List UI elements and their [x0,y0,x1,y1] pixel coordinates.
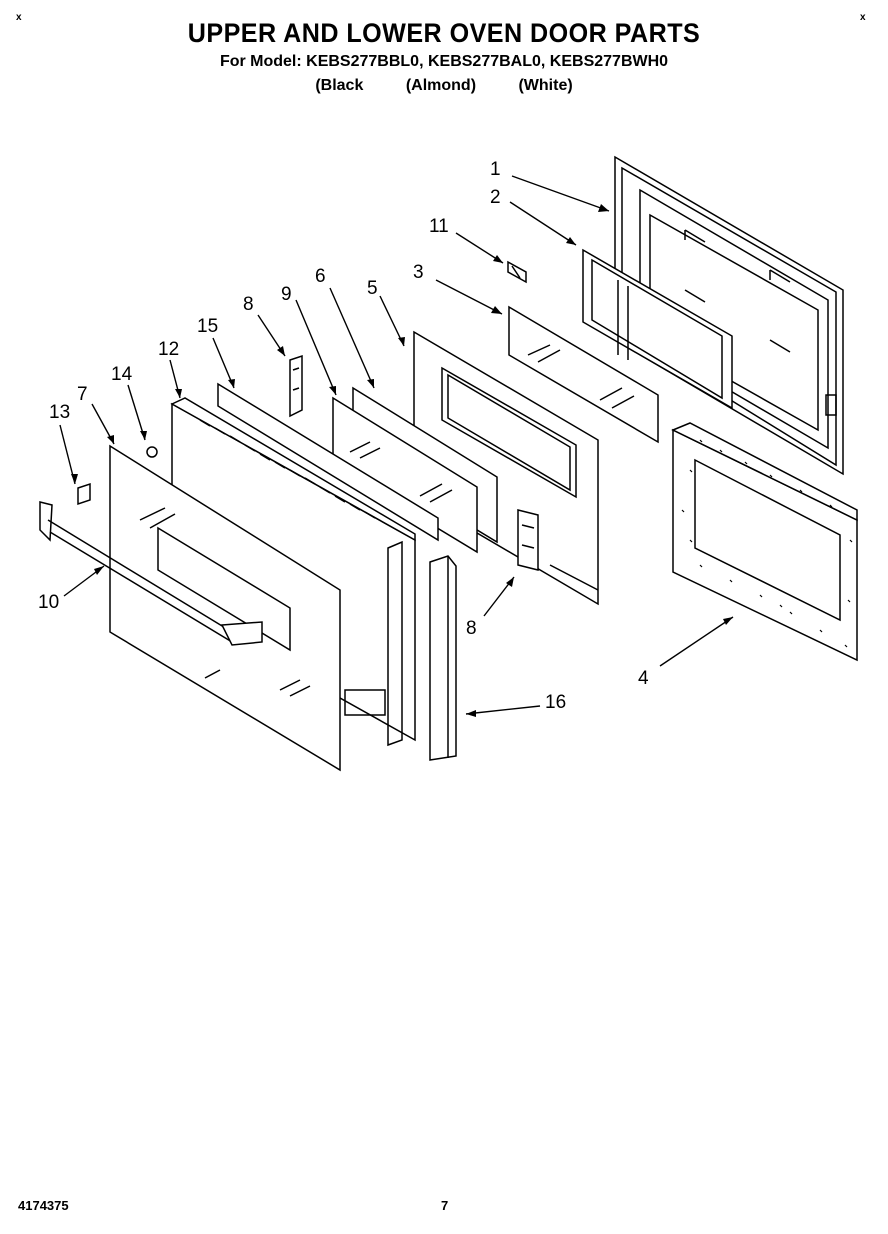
color-almond: (Almond) [405,77,477,94]
part-9-glass [332,396,478,554]
callout-labels: 1 2 11 3 6 5 9 8 15 12 14 7 13 10 8 4 16 [38,159,649,713]
callout-3: 3 [413,262,424,283]
page-number: 7 [441,1198,449,1213]
callout-7: 7 [77,384,88,405]
callout-6: 6 [315,266,326,287]
part-10-handle [39,501,263,646]
model-numbers: For Model: KEBS277BBL0, KEBS277BAL0, KEB… [219,53,669,70]
color-variants: (Black (Almond) (White) [0,77,888,95]
corner-mark-left: x [16,12,22,23]
callout-2: 2 [490,187,501,208]
callout-8b: 8 [466,618,477,639]
corner-mark-right: x [860,12,866,23]
part-16-side-trim [429,555,457,761]
callout-4: 4 [638,668,649,689]
document-number: 4174375 [18,1198,69,1213]
part-7-outer-glass [109,444,341,772]
part-8-hinge-upper [289,354,303,418]
callout-9: 9 [281,284,292,305]
callout-15: 15 [197,316,218,337]
callout-leaders [59,175,734,715]
callout-5: 5 [367,278,378,299]
part-11-clip [507,260,527,284]
callout-10: 10 [38,592,59,613]
part-4-insulation [671,422,858,662]
callout-12: 12 [158,339,179,360]
part-2-door-gasket [582,248,733,410]
page-title: UPPER AND LOWER OVEN DOOR PARTS [187,18,701,48]
part-8-hinge-lower [517,509,539,571]
callout-13: 13 [49,402,70,423]
callout-8a: 8 [243,294,254,315]
part-3-inner-glass [508,305,659,444]
callout-11: 11 [429,216,449,237]
callout-1: 1 [490,159,501,180]
part-14-screw [146,446,158,458]
part-13-bracket [77,482,91,506]
callout-14: 14 [111,364,133,385]
callout-arrowheads [71,204,733,717]
color-white: (White) [518,77,573,94]
callout-16: 16 [545,692,566,713]
part-15-glass [217,382,439,542]
color-black: (Black [315,77,364,94]
